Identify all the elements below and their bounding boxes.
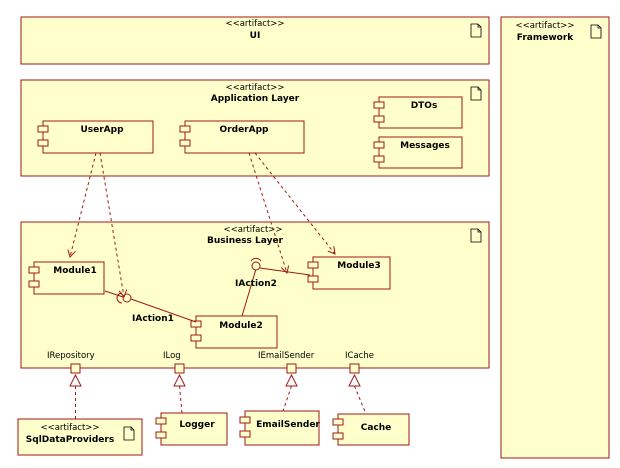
module1-component[interactable]: Module1 (28, 261, 105, 295)
iemail-sender-port[interactable]: IEmailSender (258, 351, 315, 374)
iaction2-label: IAction2 (235, 279, 277, 289)
artifact-icon (470, 228, 482, 243)
irepository-label: IRepository (47, 351, 95, 361)
artifact-icon (470, 86, 482, 101)
realization-arrows (69, 373, 367, 419)
dtos-component[interactable]: DTOs (373, 96, 463, 129)
application-layer-stereotype: <<artifact>> (225, 83, 284, 93)
sql-data-providers-stereotype: <<artifact>> (40, 423, 99, 433)
application-layer-title: Application Layer (211, 94, 300, 104)
artifact-icon (590, 24, 602, 39)
artifact-icon (123, 426, 135, 441)
sql-data-providers-title: SqlDataProviders (26, 435, 114, 445)
module1-label: Module1 (53, 266, 96, 276)
business-layer-title: Business Layer (207, 236, 284, 246)
dtos-label: DTOs (411, 101, 438, 111)
irepository-port[interactable]: IRepository (47, 351, 95, 374)
iaction2-provided-line (241, 268, 257, 317)
business-layer-stereotype: <<artifact>> (223, 225, 282, 235)
module3-component[interactable]: Module3 (307, 256, 391, 290)
icache-port[interactable]: ICache (345, 351, 374, 374)
orderapp-iaction2-dependency (248, 152, 287, 273)
userapp-iaction1-dependency (99, 152, 124, 297)
email-sender-component[interactable]: EmailSender (239, 410, 320, 446)
order-app-label: OrderApp (220, 125, 269, 135)
user-app-component[interactable]: UserApp (37, 120, 154, 154)
module2-component[interactable]: Module2 (190, 315, 278, 349)
framework-stereotype: <<artifact>> (515, 21, 574, 31)
iaction1-provided-line (130, 298, 197, 323)
framework-artifact[interactable]: <<artifact>> Framework (500, 16, 610, 459)
iaction2-socket (250, 257, 262, 262)
module3-label: Module3 (337, 261, 380, 271)
email-sender-label: EmailSender (256, 420, 320, 430)
artifact-icon (470, 23, 482, 38)
logger-component[interactable]: Logger (155, 412, 228, 446)
sql-data-providers-artifact[interactable]: <<artifact>> SqlDataProviders (17, 418, 143, 456)
user-app-label: UserApp (80, 125, 124, 135)
icache-label: ICache (345, 351, 374, 361)
messages-label: Messages (400, 141, 450, 151)
ui-stereotype: <<artifact>> (225, 19, 284, 29)
logger-label: Logger (179, 420, 215, 430)
iemail-sender-label: IEmailSender (258, 351, 315, 361)
messages-component[interactable]: Messages (373, 136, 463, 169)
cache-component[interactable]: Cache (332, 413, 410, 446)
order-app-component[interactable]: OrderApp (179, 120, 305, 154)
cache-label: Cache (361, 423, 392, 433)
module2-label: Module2 (219, 321, 262, 331)
ui-artifact[interactable]: <<artifact>> UI (20, 16, 490, 65)
framework-title: Framework (517, 33, 575, 43)
iaction1-label: IAction1 (132, 314, 174, 324)
ilog-label: ILog (163, 351, 181, 361)
iaction2-lollipop (251, 261, 261, 271)
ilog-port[interactable]: ILog (163, 351, 185, 374)
ui-title: UI (250, 31, 261, 41)
